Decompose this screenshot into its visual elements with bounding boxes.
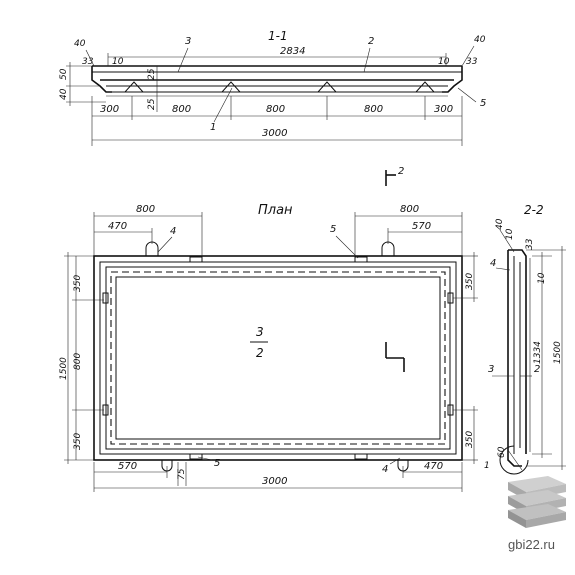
dim-left-50: 50 bbox=[59, 68, 69, 80]
dim-470-left: 470 bbox=[108, 221, 127, 232]
dim-800-a: 800 bbox=[172, 104, 191, 115]
dim-left-10: 10 bbox=[112, 57, 124, 67]
dim-350-right-top: 350 bbox=[465, 273, 475, 290]
dim-2-2-60: 60 bbox=[497, 446, 507, 458]
dim-800-left: 800 bbox=[136, 204, 155, 215]
center-label-top: 3 bbox=[256, 325, 264, 339]
dim-2834: 2834 bbox=[280, 46, 305, 57]
dim-350-top: 350 bbox=[73, 275, 83, 292]
pos-2-label: 2 bbox=[368, 36, 374, 47]
dim-800-c: 800 bbox=[364, 104, 383, 115]
section-2-2: 2-2 40 10 33 1334 1500 10 60 1 4 3 2 bbox=[484, 203, 566, 475]
dim-1500-left: 1500 bbox=[59, 357, 69, 380]
dim-2-2-40: 40 bbox=[495, 218, 505, 230]
section-title-2-2: 2-2 bbox=[524, 203, 544, 217]
pos-2-2-4: 4 bbox=[490, 258, 496, 269]
dim-570-bottom: 570 bbox=[118, 461, 137, 472]
pos-4-bottom: 4 bbox=[382, 464, 388, 475]
dim-800-side: 800 bbox=[73, 353, 83, 370]
dim-2-2-1500: 1500 bbox=[553, 341, 563, 364]
dim-left-33: 33 bbox=[82, 57, 94, 67]
dim-2-2-33: 33 bbox=[525, 238, 535, 250]
section-mark-top: 2 bbox=[385, 166, 404, 186]
dim-2-2-10-mid: 10 bbox=[537, 272, 547, 284]
dim-470-bottom: 470 bbox=[424, 461, 443, 472]
watermark-site-label: gbi22.ru bbox=[508, 537, 555, 552]
dim-25-a: 25 bbox=[147, 68, 157, 80]
dim-3000-bottom: 3000 bbox=[262, 476, 287, 487]
dim-75: 75 bbox=[177, 468, 187, 480]
pos-3-label: 3 bbox=[185, 36, 191, 47]
center-label-bottom: 2 bbox=[256, 346, 264, 360]
dim-3000-top: 3000 bbox=[262, 128, 287, 139]
dim-right-40: 40 bbox=[474, 35, 486, 45]
pos-5-top: 5 bbox=[330, 224, 336, 235]
dim-2-2-1334: 1334 bbox=[533, 341, 543, 364]
dim-350-right-bottom: 350 bbox=[465, 431, 475, 448]
dim-left-40: 40 bbox=[74, 39, 86, 49]
pos-5-bottom: 5 bbox=[214, 458, 220, 469]
plan-view: План 800 470 800 57 bbox=[59, 203, 478, 492]
watermark-site-text: gbi22.ru bbox=[508, 536, 572, 554]
dim-2-2-1: 1 bbox=[484, 461, 490, 471]
pos-5-label: 5 bbox=[480, 98, 486, 109]
pos-4-top: 4 bbox=[170, 226, 176, 237]
dim-800-right: 800 bbox=[400, 204, 419, 215]
dim-right-33: 33 bbox=[466, 57, 478, 67]
plan-title: План bbox=[258, 203, 293, 218]
dim-570-right: 570 bbox=[412, 221, 431, 232]
dim-800-b: 800 bbox=[266, 104, 285, 115]
dim-300-right: 300 bbox=[434, 104, 453, 115]
pos-2-2-2: 2 bbox=[534, 364, 540, 375]
dim-25-b: 25 bbox=[147, 98, 157, 110]
section-1-1: 2834 1-1 3 2 40 10 33 50 40 25 25 40 10 … bbox=[59, 29, 486, 146]
dim-left-40b: 40 bbox=[59, 88, 69, 100]
section-mark-number: 2 bbox=[398, 166, 404, 177]
watermark-logo-icon bbox=[508, 476, 566, 528]
dim-2-2-10-top: 10 bbox=[505, 228, 515, 240]
section-title-1-1: 1-1 bbox=[268, 29, 288, 43]
dim-300-left: 300 bbox=[100, 104, 119, 115]
dim-350-bottom: 350 bbox=[73, 433, 83, 450]
pos-1-label: 1 bbox=[210, 122, 216, 133]
dim-right-10: 10 bbox=[438, 57, 450, 67]
pos-2-2-3: 3 bbox=[488, 364, 494, 375]
